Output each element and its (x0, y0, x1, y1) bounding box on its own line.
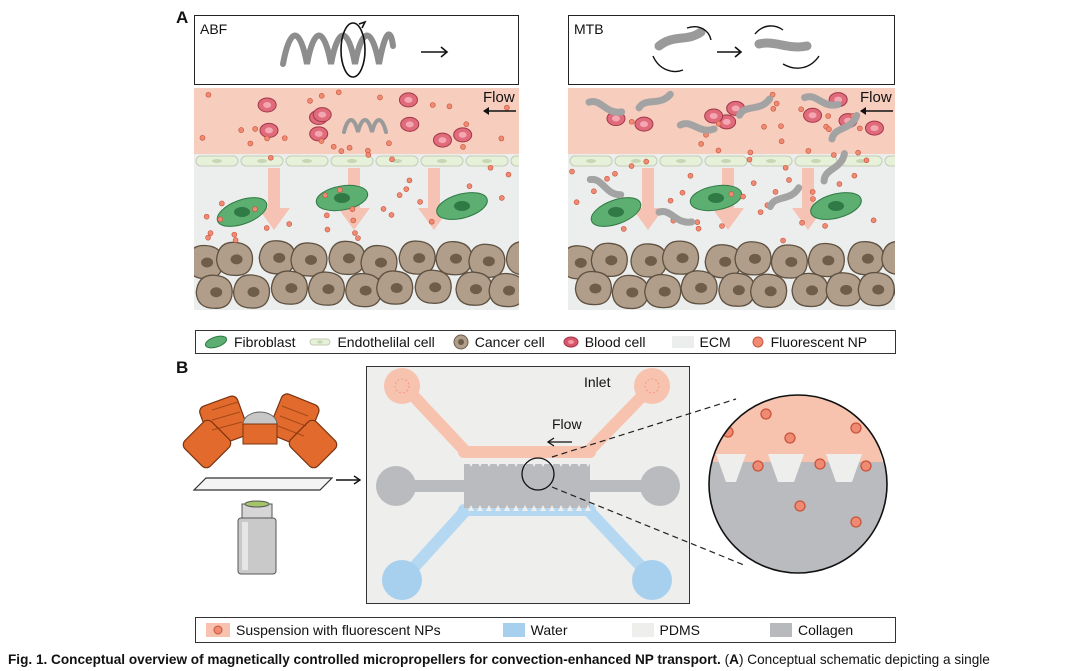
flow-label-right: Flow (860, 89, 892, 106)
flow-arrow-left-icon (483, 107, 516, 115)
abf-tissue-scene (194, 88, 519, 310)
legend-np: Fluorescent NP (751, 334, 867, 350)
legend-suspension: Suspension with fluorescent NPs (206, 622, 441, 638)
pdms-swatch-icon (631, 623, 654, 637)
panel-b-letter: B (176, 358, 189, 377)
chip-flow-label: Flow (552, 416, 582, 432)
cancer-cell-icon (453, 334, 469, 350)
ecm-swatch-icon (671, 336, 694, 348)
mtb-label: MTB (574, 21, 604, 37)
legend-a: Fibroblast Endothelilal cell Cancer cell… (195, 330, 896, 354)
panel-a-letter: A (176, 8, 189, 27)
legend-water: Water (502, 622, 568, 638)
mtb-bacteria-icon (652, 25, 820, 73)
zoomed-channel-detail (708, 394, 888, 574)
abf-helix-icon (280, 20, 449, 78)
zoom-dashed-lines (551, 398, 745, 566)
flow-label-left: Flow (483, 89, 515, 106)
collagen-swatch-icon (769, 623, 792, 637)
legend-endothelial: Endothelilal cell (309, 334, 435, 350)
suspension-swatch-icon (206, 623, 230, 637)
caption-rest: ) Conceptual schematic depicting a singl… (738, 652, 990, 667)
water-swatch-icon (502, 623, 525, 637)
microscope-setup-illustration (182, 393, 362, 575)
legend-fibroblast: Fibroblast (204, 334, 295, 350)
legend-collagen: Collagen (769, 622, 853, 638)
abf-label: ABF (200, 21, 228, 37)
abf-box: ABF (194, 15, 519, 85)
legend-blood: Blood cell (563, 334, 646, 350)
legend-pdms: PDMS (631, 622, 700, 638)
mtb-tissue-scene (568, 88, 895, 310)
inlet-label: Inlet (584, 374, 611, 390)
zoom-circle-icon (521, 457, 555, 491)
microfluidic-chip (366, 366, 690, 604)
nanoparticle-icon (752, 336, 764, 348)
flow-arrow-right-icon (860, 107, 893, 115)
legend-cancer: Cancer cell (453, 334, 545, 350)
fibroblast-icon (204, 335, 228, 349)
legend-b: Suspension with fluorescent NPs Water PD… (195, 617, 896, 643)
endothelial-icon (309, 338, 331, 346)
mtb-box: MTB (568, 15, 895, 85)
blood-cell-icon (563, 336, 579, 348)
figure-caption: Fig. 1. Conceptual overview of magnetica… (8, 652, 990, 667)
legend-ecm: ECM (671, 334, 731, 350)
caption-bold: Fig. 1. Conceptual overview of magnetica… (8, 652, 721, 667)
